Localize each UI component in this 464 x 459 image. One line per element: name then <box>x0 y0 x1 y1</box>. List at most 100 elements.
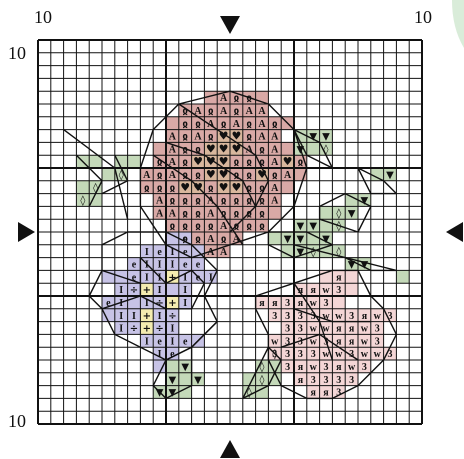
stitch-symbol-three: 3 <box>298 349 303 360</box>
stitch-cell <box>179 373 192 386</box>
stitch-symbol-plus: + <box>168 272 176 283</box>
stitch-symbol-A: A <box>143 170 151 181</box>
stitch-symbol-I: I <box>183 285 187 296</box>
stitch-symbol-A: A <box>271 183 279 194</box>
stitch-symbol-three: 3 <box>298 336 303 347</box>
stitch-symbol-hook: ჲ <box>246 208 252 219</box>
stitch-cell <box>102 168 115 181</box>
stitch-cell <box>345 270 358 283</box>
stitch-cell <box>243 373 256 386</box>
stitch-cell <box>332 296 345 309</box>
stitch-symbol-heart: ♥ <box>193 155 203 168</box>
stitch-symbol-plus: + <box>168 298 176 309</box>
stitch-symbol-ya: я <box>298 298 304 309</box>
stitch-symbol-hook: ჲ <box>259 196 265 207</box>
stitch-cell <box>268 373 281 386</box>
stitch-symbol-A: A <box>284 170 292 181</box>
stitch-symbol-hook: ჲ <box>182 157 188 168</box>
stitch-cell <box>268 232 281 245</box>
stitch-symbol-hook: ჲ <box>234 208 240 219</box>
stitch-symbol-three: 3 <box>272 349 277 360</box>
stitch-symbol-ya: я <box>336 272 342 283</box>
stitch-symbol-I: I <box>170 336 174 347</box>
stitch-cell <box>89 194 102 207</box>
stitch-symbol-A: A <box>207 234 215 245</box>
stitch-symbol-dia: ◊ <box>260 374 265 386</box>
stitch-symbol-hook: ჲ <box>221 119 227 130</box>
left-centre-arrow <box>18 222 35 242</box>
stitch-symbol-I: I <box>158 260 162 271</box>
stitch-symbol-three: 3 <box>336 375 341 386</box>
stitch-symbol-I: I <box>145 272 149 283</box>
stitch-cell <box>268 360 281 373</box>
stitch-symbol-A: A <box>169 144 177 155</box>
stitch-symbol-A: A <box>233 234 241 245</box>
stitch-symbol-w: w <box>310 298 318 309</box>
stitch-symbol-hook: ჲ <box>259 144 265 155</box>
stitch-symbol-plus: + <box>143 285 151 296</box>
stitch-symbol-w: w <box>310 324 318 335</box>
stitch-symbol-hook: ჲ <box>170 221 176 232</box>
stitch-symbol-hook: ჲ <box>259 157 265 168</box>
stitch-symbol-tri: ▼ <box>348 208 356 219</box>
stitch-symbol-hook: ჲ <box>195 196 201 207</box>
stitch-symbol-hook: ჲ <box>246 119 252 130</box>
stitch-cell <box>115 155 128 168</box>
stitch-symbol-hook: ჲ <box>234 106 240 117</box>
stitch-symbol-I: I <box>158 349 162 360</box>
stitch-symbol-A: A <box>220 221 228 232</box>
stitch-symbol-hook: ჲ <box>234 170 240 181</box>
stitch-symbol-I: I <box>170 324 174 335</box>
stitch-symbol-heart: ♥ <box>206 142 216 155</box>
stitch-symbol-I: I <box>158 285 162 296</box>
stitch-symbol-e: e <box>106 298 111 309</box>
stitch-cell <box>166 283 179 296</box>
stitch-symbol-hook: ჲ <box>144 183 150 194</box>
stitch-symbol-hook: ჲ <box>259 208 265 219</box>
stitch-symbol-tri: ▼ <box>361 196 369 207</box>
stitch-symbol-heart: ♥ <box>219 155 229 168</box>
stitch-symbol-I: I <box>158 311 162 322</box>
stitch-symbol-three: 3 <box>285 362 290 373</box>
stitch-symbol-I: I <box>119 324 123 335</box>
stitch-cell <box>345 283 358 296</box>
stitch-symbol-dia: ◊ <box>336 220 341 232</box>
stitch-symbol-heart: ♥ <box>219 142 229 155</box>
stitch-symbol-dia: ◊ <box>260 361 265 373</box>
stitch-cell <box>345 194 358 207</box>
stitch-symbol-hook: ჲ <box>195 234 201 245</box>
stitch-symbol-div: ÷ <box>130 324 138 335</box>
stitch-symbol-three: 3 <box>388 349 393 360</box>
stitch-symbol-three: 3 <box>298 324 303 335</box>
stitch-symbol-A: A <box>169 208 177 219</box>
stitch-symbol-A: A <box>220 106 228 117</box>
stitch-symbol-w: w <box>374 311 382 322</box>
top-centre-arrow <box>220 16 240 34</box>
stitch-symbol-e: e <box>196 272 201 283</box>
stitch-symbol-I: I <box>183 298 187 309</box>
stitch-symbol-e: e <box>170 349 175 360</box>
stitch-symbol-hook: ჲ <box>246 221 252 232</box>
stitch-symbol-dia: ◊ <box>324 143 329 155</box>
stitch-symbol-hook: ჲ <box>195 144 201 155</box>
stitch-symbol-hook: ჲ <box>246 196 252 207</box>
stitch-symbol-A: A <box>258 132 266 143</box>
stitch-symbol-hook: ჲ <box>272 170 278 181</box>
stitch-symbol-dia: ◊ <box>80 195 85 207</box>
stitch-symbol-e: e <box>183 336 188 347</box>
stitch-cell <box>102 309 115 322</box>
stitch-cell <box>179 386 192 399</box>
stitch-symbol-ya: я <box>362 311 368 322</box>
stitch-symbol-hook: ჲ <box>246 93 252 104</box>
stitch-cell <box>307 232 320 245</box>
stitch-symbol-hook: ჲ <box>170 183 176 194</box>
stitch-symbol-e: e <box>183 234 188 245</box>
stitch-symbol-tri: ▼ <box>348 260 356 271</box>
stitch-symbol-three: 3 <box>336 285 341 296</box>
stitch-symbol-hook: ჲ <box>182 208 188 219</box>
stitch-symbol-ya: я <box>298 285 304 296</box>
stitch-symbol-e: e <box>132 272 137 283</box>
stitch-symbol-I: I <box>145 298 149 309</box>
stitch-symbol-hook: ჲ <box>195 170 201 181</box>
right-centre-arrow <box>446 222 463 242</box>
